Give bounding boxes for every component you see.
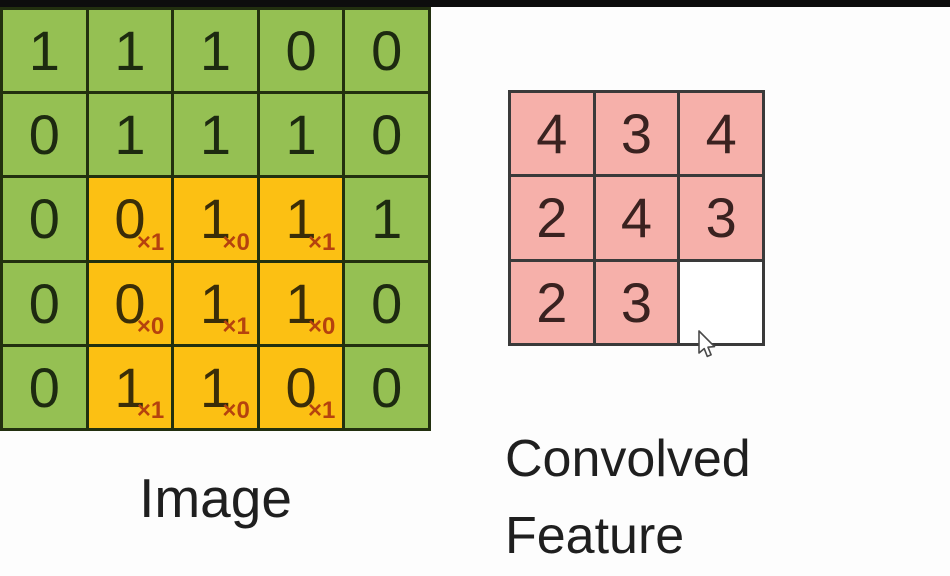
cell-value: 2 xyxy=(536,186,568,250)
cell-value: 0 xyxy=(285,355,317,419)
cell-value: 1 xyxy=(114,103,146,167)
image-cell-kernel-overlap: 1×0 xyxy=(174,178,257,260)
image-grid-label: Image xyxy=(139,467,292,529)
cell-value: 0 xyxy=(28,355,60,419)
cell-value: 0 xyxy=(28,187,60,251)
image-cell: 0 xyxy=(3,94,86,176)
image-cell: 1 xyxy=(88,94,172,176)
cell-value: 1 xyxy=(199,271,232,335)
cell-value: 0 xyxy=(114,187,146,251)
cell-value: 1 xyxy=(199,19,232,83)
feature-cell: 4 xyxy=(511,93,593,175)
kernel-weight: ×0 xyxy=(136,312,165,340)
image-cell: 0 xyxy=(3,178,86,260)
mouse-pointer-icon xyxy=(698,330,716,358)
cell-value: 1 xyxy=(114,19,146,83)
cell-value: 1 xyxy=(199,187,232,251)
image-cell-kernel-overlap: 1×1 xyxy=(88,346,172,428)
cell-value: 1 xyxy=(199,103,232,167)
image-cell-kernel-overlap: 0×0 xyxy=(88,262,172,344)
cell-value: 3 xyxy=(620,270,653,334)
image-cell-kernel-overlap: 0×1 xyxy=(88,178,172,260)
feature-cell: 4 xyxy=(595,177,678,259)
image-cell: 0 xyxy=(3,262,86,344)
feature-cell-pending xyxy=(680,261,762,343)
cell-value: 0 xyxy=(114,271,146,335)
kernel-weight: ×0 xyxy=(308,312,336,340)
cell-value: 1 xyxy=(199,355,232,419)
convolved-feature-grid: 4 3 4 2 4 3 2 3 xyxy=(508,90,765,346)
video-letterbox-bar xyxy=(0,0,950,7)
image-cell-kernel-overlap: 1×1 xyxy=(174,262,257,344)
feature-cell: 3 xyxy=(680,177,762,259)
feature-cell: 3 xyxy=(595,93,678,175)
cell-value: 4 xyxy=(620,186,653,250)
kernel-weight: ×1 xyxy=(222,312,250,340)
feature-cell: 3 xyxy=(595,261,678,343)
image-cell-kernel-overlap: 1×1 xyxy=(259,178,343,260)
image-cell: 1 xyxy=(3,10,86,92)
input-image-grid: 1 1 1 0 0 0 1 1 1 0 0 0×1 1×0 1×1 1 0 0×… xyxy=(0,7,431,431)
cell-value: 1 xyxy=(371,187,403,251)
image-cell-kernel-overlap: 1×0 xyxy=(174,346,257,428)
kernel-weight: ×0 xyxy=(222,228,250,256)
image-cell: 0 xyxy=(3,346,86,428)
cell-value: 0 xyxy=(371,355,403,419)
feature-cell: 2 xyxy=(511,177,593,259)
image-cell: 1 xyxy=(174,10,257,92)
cell-value: 1 xyxy=(285,103,317,167)
cell-value: 1 xyxy=(114,355,146,419)
kernel-weight: ×0 xyxy=(222,396,250,424)
image-cell: 0 xyxy=(345,94,428,176)
kernel-weight: ×1 xyxy=(308,228,336,256)
cell-value: 4 xyxy=(705,102,737,166)
image-cell: 0 xyxy=(259,10,343,92)
cell-value: 3 xyxy=(705,186,737,250)
image-cell-kernel-overlap: 0×1 xyxy=(259,346,343,428)
image-cell: 0 xyxy=(345,10,428,92)
image-cell: 1 xyxy=(345,178,428,260)
cell-value: 1 xyxy=(28,19,60,83)
image-cell: 1 xyxy=(88,10,172,92)
feature-cell: 2 xyxy=(511,261,593,343)
cell-value: 0 xyxy=(285,19,317,83)
cell-value: 0 xyxy=(371,103,403,167)
cell-value: 0 xyxy=(371,271,403,335)
kernel-weight: ×1 xyxy=(308,396,336,424)
cell-value: 1 xyxy=(285,187,317,251)
image-cell: 0 xyxy=(345,346,428,428)
convolved-feature-label: Convolved Feature xyxy=(505,430,751,565)
image-cell: 0 xyxy=(345,262,428,344)
cell-value: 0 xyxy=(28,271,60,335)
cell-value: 0 xyxy=(28,103,60,167)
kernel-weight: ×1 xyxy=(136,396,165,424)
image-cell-kernel-overlap: 1×0 xyxy=(259,262,343,344)
kernel-weight: ×1 xyxy=(136,228,165,256)
cell-value: 4 xyxy=(536,102,568,166)
cell-value: 1 xyxy=(285,271,317,335)
image-cell: 1 xyxy=(174,94,257,176)
cell-value: 0 xyxy=(371,19,403,83)
cell-value: 3 xyxy=(620,102,653,166)
image-cell: 1 xyxy=(259,94,343,176)
feature-cell: 4 xyxy=(680,93,762,175)
cell-value: 2 xyxy=(536,270,568,334)
